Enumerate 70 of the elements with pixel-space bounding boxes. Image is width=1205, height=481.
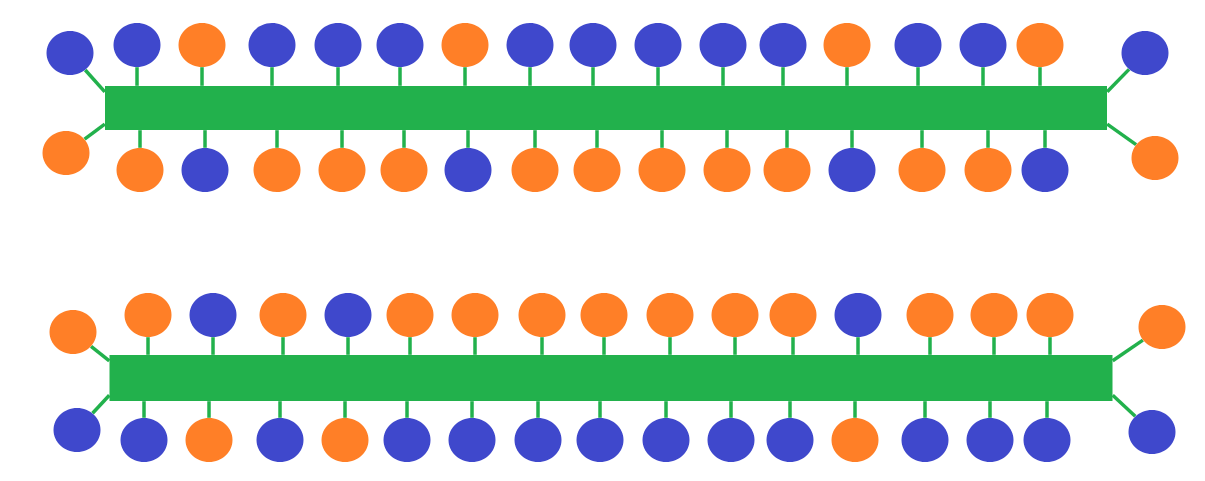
circle: [42, 131, 90, 175]
circle: [1026, 293, 1074, 337]
circle: [120, 418, 168, 462]
circle: [901, 418, 949, 462]
circle: [46, 31, 94, 75]
circle: [1021, 148, 1069, 192]
circle: [506, 23, 554, 67]
circle: [113, 23, 161, 67]
circle: [573, 148, 621, 192]
circle: [898, 148, 946, 192]
circle: [646, 293, 694, 337]
circle: [766, 418, 814, 462]
circle: [514, 418, 562, 462]
circle: [324, 293, 372, 337]
circle: [634, 23, 682, 67]
circle: [1121, 31, 1169, 75]
circle: [253, 148, 301, 192]
circle: [569, 23, 617, 67]
circle: [759, 23, 807, 67]
circle: [711, 293, 759, 337]
circle: [831, 418, 879, 462]
bar: [105, 86, 1107, 130]
circle: [511, 148, 559, 192]
circle: [959, 23, 1007, 67]
circle: [823, 23, 871, 67]
circle: [1131, 136, 1179, 180]
circle: [964, 148, 1012, 192]
circle: [376, 23, 424, 67]
circle: [518, 293, 566, 337]
circle: [448, 418, 496, 462]
circle: [116, 148, 164, 192]
circle: [444, 148, 492, 192]
circle: [576, 418, 624, 462]
circle: [181, 148, 229, 192]
circle: [248, 23, 296, 67]
circle: [386, 293, 434, 337]
circle: [380, 148, 428, 192]
circle: [314, 23, 362, 67]
circle: [321, 418, 369, 462]
circle: [1023, 418, 1071, 462]
circle: [53, 408, 101, 452]
circle: [1016, 23, 1064, 67]
circle: [769, 293, 817, 337]
circle: [580, 293, 628, 337]
circle: [1128, 410, 1176, 454]
circle: [894, 23, 942, 67]
circle: [318, 148, 366, 192]
circle: [259, 293, 307, 337]
circle: [383, 418, 431, 462]
circle: [828, 148, 876, 192]
bar: [109, 355, 1113, 401]
circle: [703, 148, 751, 192]
circle: [970, 293, 1018, 337]
circle: [834, 293, 882, 337]
circle: [699, 23, 747, 67]
circle: [707, 418, 755, 462]
circle: [906, 293, 954, 337]
circle: [451, 293, 499, 337]
circle: [185, 418, 233, 462]
circle: [763, 148, 811, 192]
circle: [1138, 305, 1186, 349]
circle: [189, 293, 237, 337]
circle: [124, 293, 172, 337]
circle: [256, 418, 304, 462]
circle: [642, 418, 690, 462]
circle: [441, 23, 489, 67]
circle: [178, 23, 226, 67]
circle: [49, 310, 97, 354]
circle: [966, 418, 1014, 462]
circle: [638, 148, 686, 192]
